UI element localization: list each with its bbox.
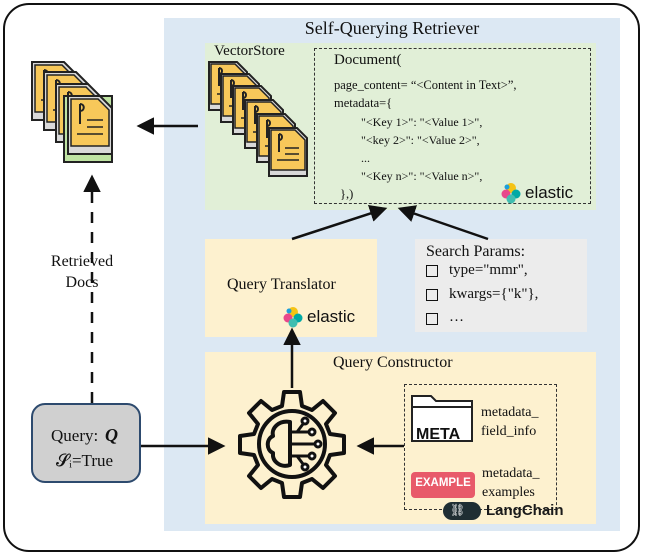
search-param-item: type="mmr", (449, 262, 528, 278)
document-line-3: metadata={ (334, 96, 393, 110)
search-param-item: … (449, 309, 464, 325)
example-badge: EXAMPLE (415, 477, 471, 489)
document-line-2: page_content= “<Content in Text>”, (334, 78, 517, 92)
arrow-params-to-vectorstore (397, 205, 489, 241)
checkbox-icon (426, 289, 438, 301)
query-condition: 𝓢ᵢ=True (56, 451, 114, 470)
document-line-5: "<key 2>": "<Value 2>", (361, 133, 480, 147)
query-constructor-label: Query Constructor (333, 354, 453, 371)
metadata-field-info-label-1: metadata_ (481, 405, 539, 420)
document-line-1: Document( (334, 52, 402, 68)
document-line-8: },) (340, 187, 354, 201)
metadata-field-info-label-2: field_info (481, 424, 537, 439)
elastic-label-2: elastic (307, 307, 356, 326)
langchain-logo-icon (443, 502, 481, 520)
document-line-4: "<Key 1>": "<Value 1>", (361, 115, 483, 129)
arrow-translator-to-vectorstore (291, 205, 388, 241)
langchain-label: LangChain (486, 502, 564, 519)
document-box (314, 48, 591, 204)
query-translator-label: Query Translator (227, 276, 336, 293)
checkbox-icon (426, 265, 438, 277)
document-line-7: "<Key n>": "<Value n>", (361, 169, 483, 183)
outer-frame (3, 3, 640, 552)
search-param-item: kwargs={"k"}, (449, 286, 539, 302)
search-params-title: Search Params: (426, 243, 526, 260)
query-label: Query: (51, 426, 99, 445)
langchain-chain-icon: ⛓ (450, 503, 466, 517)
example-badge-icon (411, 472, 475, 498)
metadata-examples-label-1: metadata_ (482, 466, 540, 481)
meta-badge: META (416, 426, 461, 443)
elastic-logo-icon (501, 183, 521, 204)
document-line-6: ... (361, 151, 370, 165)
search-params-panel (415, 239, 587, 332)
retrieved-docs-label-2: Docs (65, 274, 99, 291)
retriever-title: Self-Querying Retriever (304, 18, 480, 38)
brain-gear-icon (238, 390, 346, 499)
retrieved-documents-icon (31, 61, 113, 163)
retrieved-docs-label-1: Retrieved (50, 253, 114, 270)
folder-icon (411, 395, 473, 442)
metadata-examples-label-2: examples (482, 485, 535, 500)
checkbox-icon (426, 313, 438, 325)
vectorstore-label: VectorStore (214, 43, 285, 59)
elastic-logo-icon-2 (283, 307, 303, 328)
elastic-label: elastic (525, 183, 574, 202)
query-symbol: Q (105, 425, 118, 445)
query-box (31, 403, 141, 483)
